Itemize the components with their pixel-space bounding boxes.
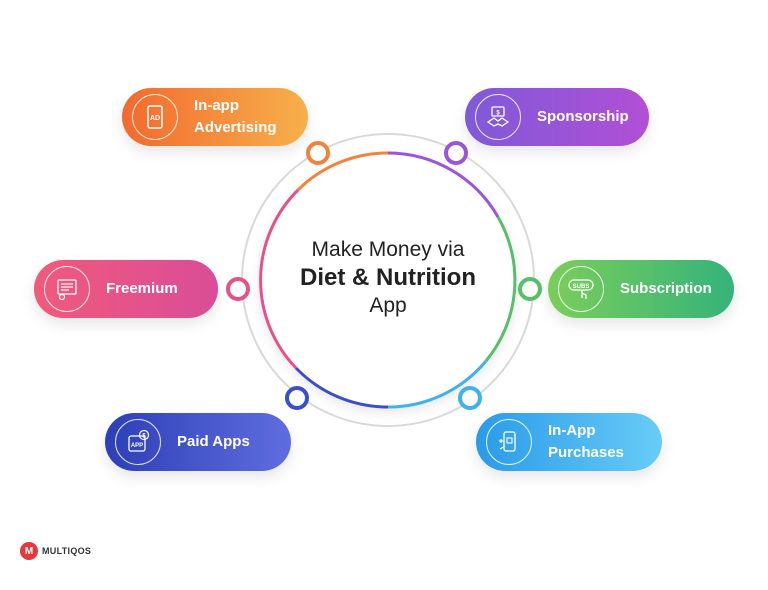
node-subscription bbox=[518, 277, 542, 301]
center-disc bbox=[260, 152, 516, 408]
brand-logo: M MULTIQOS bbox=[20, 542, 91, 560]
advertising-label-line1: In-app bbox=[194, 97, 239, 114]
app-dollar-icon: APP $ bbox=[115, 419, 161, 465]
node-sponsorship bbox=[444, 141, 468, 165]
node-paid bbox=[285, 386, 309, 410]
svg-text:APP: APP bbox=[131, 443, 143, 449]
center-title-line2: Diet & Nutrition bbox=[300, 264, 476, 291]
svg-text:AD: AD bbox=[150, 115, 160, 122]
brand-name: MULTIQOS bbox=[42, 546, 92, 556]
brand-mark-icon: M bbox=[20, 542, 38, 560]
center-title-line1: Make Money via bbox=[311, 238, 465, 261]
arc-subscription bbox=[484, 216, 517, 362]
node-purchases bbox=[458, 386, 482, 410]
arc-purchases bbox=[387, 360, 488, 409]
freemium-label: Freemium bbox=[106, 280, 178, 297]
pill-in-app-purchases: In-App Purchases bbox=[476, 413, 662, 471]
center-title: Make Money via Diet & Nutrition App bbox=[268, 237, 508, 319]
subscription-label: Subscription bbox=[620, 280, 712, 297]
sponsorship-label: Sponsorship bbox=[537, 108, 629, 125]
svg-text:$: $ bbox=[142, 434, 146, 440]
mobile-purchase-icon bbox=[486, 419, 532, 465]
pill-subscription: SUBS Subscription bbox=[548, 260, 734, 318]
arc-sponsorship bbox=[387, 151, 500, 218]
center-title-line3: App bbox=[369, 294, 407, 317]
svg-text:$: $ bbox=[496, 111, 500, 117]
arc-advertising bbox=[296, 151, 389, 192]
arc-paid bbox=[294, 366, 389, 409]
ad-phone-icon: AD bbox=[132, 94, 178, 140]
subs-click-icon: SUBS bbox=[558, 266, 604, 312]
arc-freemium bbox=[259, 188, 300, 370]
paid-apps-label: Paid Apps bbox=[177, 433, 250, 450]
node-freemium bbox=[226, 277, 250, 301]
advertising-label-line2: Advertising bbox=[194, 119, 277, 136]
free-tag-icon bbox=[44, 266, 90, 312]
pill-in-app-advertising: AD In-app Advertising bbox=[122, 88, 308, 146]
pill-freemium: Freemium bbox=[34, 260, 218, 318]
pill-paid-apps: APP $ Paid Apps bbox=[105, 413, 291, 471]
purchases-label-line2: Purchases bbox=[548, 444, 624, 461]
svg-text:SUBS: SUBS bbox=[573, 284, 590, 290]
node-advertising bbox=[306, 141, 330, 165]
purchases-label-line1: In-App bbox=[548, 422, 596, 439]
handshake-icon: $ bbox=[475, 94, 521, 140]
pill-sponsorship: $ Sponsorship bbox=[465, 88, 649, 146]
